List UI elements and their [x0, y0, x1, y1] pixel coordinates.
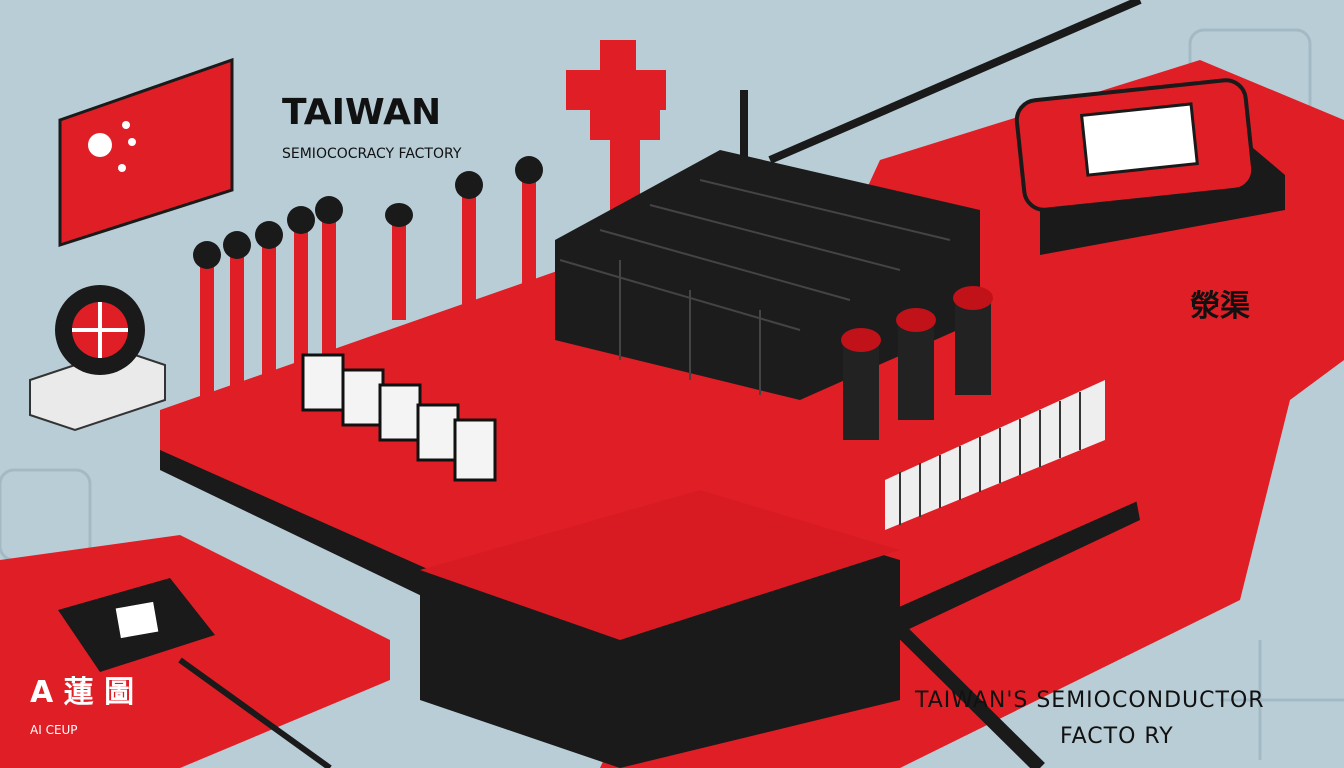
red-panel-left	[0, 535, 390, 768]
white-modules	[301, 353, 497, 482]
cable	[768, 0, 1142, 164]
chip-card-cjk-text: A 蓮 圖	[30, 675, 135, 710]
subtitle-text: SEMIOCOCRACY FACTORY	[282, 146, 462, 162]
caption-line-1: TAIWAN'S SEMIOCONDUCTOR	[915, 688, 1265, 713]
fence-bars	[899, 392, 1081, 525]
lower-block-top	[420, 490, 900, 640]
chip-icon	[1014, 78, 1285, 255]
cable-bottom	[875, 605, 1045, 768]
chip-card-label: AI CEUP	[30, 723, 78, 737]
title-text: TAIWAN	[282, 92, 442, 133]
cable-left	[178, 657, 332, 768]
chimneys	[193, 90, 748, 400]
red-tower	[566, 40, 666, 210]
ai-chip-icon	[58, 578, 215, 672]
flag-icon	[58, 57, 234, 248]
right-panel-cjk-text: 滎渠	[1190, 289, 1250, 324]
caption-line-2: FACTO RY	[1060, 724, 1174, 749]
gear-icon	[29, 285, 166, 432]
silos	[841, 286, 993, 440]
